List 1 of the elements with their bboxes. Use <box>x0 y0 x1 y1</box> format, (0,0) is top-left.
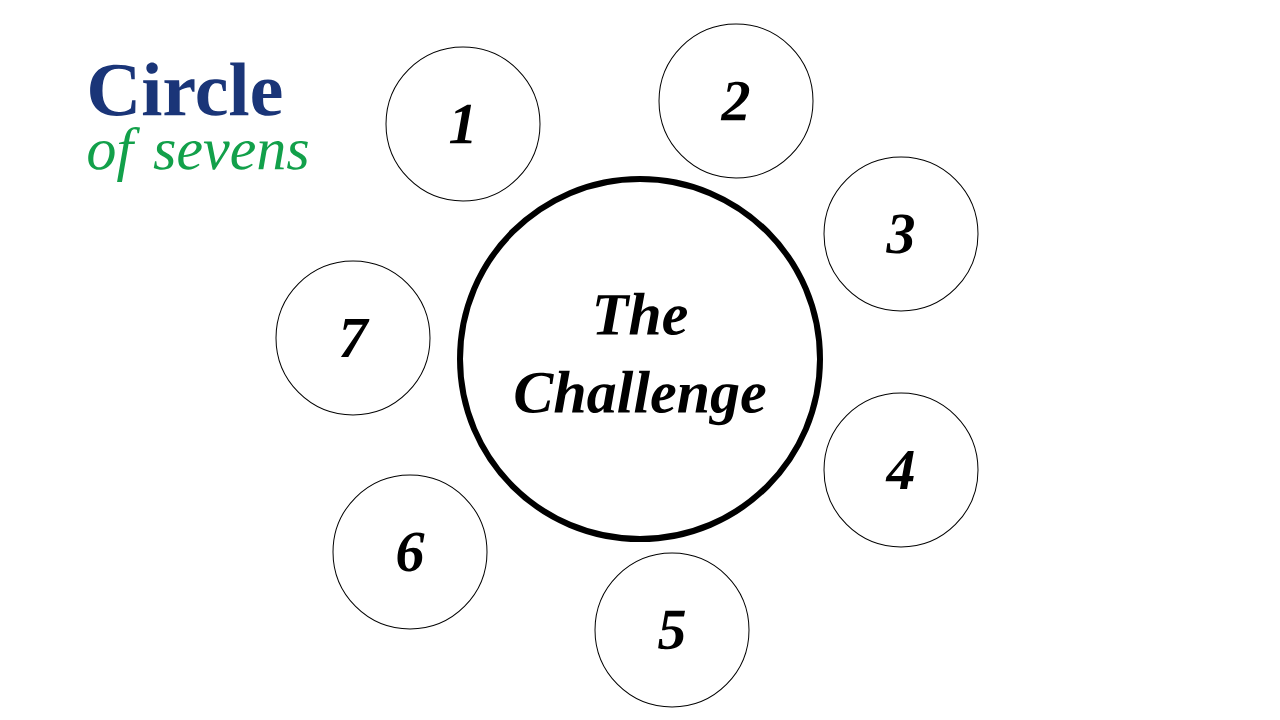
title: Circle of sevens <box>88 62 308 182</box>
